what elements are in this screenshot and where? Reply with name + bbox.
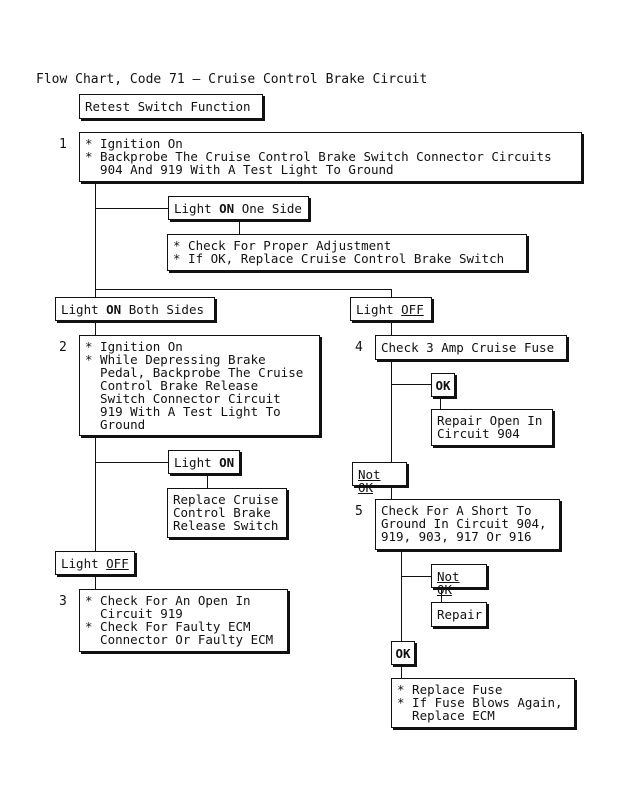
step-text: Check 3 Amp Cruise Fuse	[381, 340, 555, 355]
step-line: Ground In Circuit 904,	[381, 516, 547, 531]
result-line: * Replace Fuse	[397, 682, 503, 697]
connector	[95, 289, 392, 290]
connector	[239, 220, 240, 234]
connector	[95, 575, 96, 589]
result-line: Replace Cruise	[173, 492, 279, 507]
connector	[440, 396, 441, 409]
result-line: * If Fuse Blows Again,	[397, 695, 563, 710]
result-line: Repair	[437, 607, 483, 622]
off-emphasis: OFF	[401, 302, 424, 317]
step-line: * Ignition On	[85, 136, 183, 151]
step-2-box: * Ignition On * While Depressing Brake P…	[79, 335, 320, 436]
step-number: 2	[59, 340, 67, 355]
step-line: 919, 903, 917 Or 916	[381, 529, 532, 544]
connector	[441, 588, 442, 602]
not-ok-label: Not OK	[352, 462, 407, 494]
step-line: * Check For An Open In	[85, 593, 251, 608]
result-line: Control Brake	[173, 505, 271, 520]
connector	[391, 320, 392, 336]
adjustment-result-box: * Check For Proper Adjustment * If OK, R…	[167, 234, 527, 271]
on-emphasis: ON	[106, 302, 122, 317]
step-line: * Ignition On	[85, 339, 183, 354]
ok-label: OK	[431, 373, 455, 397]
step-line: 904 And 919 With A Test Light To Ground	[85, 162, 394, 177]
step-1-box: * Ignition On * Backprobe The Cruise Con…	[79, 132, 582, 182]
result-line: * Check For Proper Adjustment	[173, 238, 392, 253]
step-5-box: Check For A Short To Ground In Circuit 9…	[375, 499, 560, 550]
connector	[391, 289, 392, 299]
step-line: Ground	[85, 417, 146, 432]
replace-fuse-box: * Replace Fuse * If Fuse Blows Again, Re…	[391, 678, 575, 728]
connector	[401, 550, 402, 642]
ok-label: OK	[391, 641, 415, 665]
light-off-right-label: Light OFF	[350, 297, 432, 321]
connector	[207, 474, 208, 488]
step-number: 3	[59, 594, 67, 609]
light-on-both-sides-label: Light ON Both Sides	[55, 297, 215, 321]
result-line: * If OK, Replace Cruise Control Brake Sw…	[173, 251, 505, 266]
connector	[391, 360, 392, 463]
connector	[95, 182, 96, 290]
connector	[95, 208, 169, 209]
start-label: Retest Switch Function	[85, 99, 251, 114]
result-line: Release Switch	[173, 518, 279, 533]
step-line: Control Brake Release	[85, 378, 259, 393]
connector	[95, 462, 168, 463]
connector	[95, 289, 96, 299]
result-line: Replace ECM	[397, 708, 495, 723]
step-line: Pedal, Backprobe The Cruise	[85, 365, 304, 380]
result-line: Circuit 904	[437, 426, 520, 441]
connector	[391, 485, 392, 499]
light-on-label: Light ON	[168, 450, 240, 474]
step-line: * Backprobe The Cruise Control Brake Swi…	[85, 149, 552, 164]
repair-open-box: Repair Open In Circuit 904	[431, 409, 553, 446]
step-line: Switch Connector Circuit	[85, 391, 281, 406]
step-line: * Check For Faulty ECM	[85, 619, 251, 634]
connector	[391, 384, 432, 385]
connector	[95, 435, 96, 551]
not-ok-label: Not OK	[431, 564, 487, 596]
step-number: 4	[355, 340, 363, 355]
connector	[401, 576, 432, 577]
start-box: Retest Switch Function	[79, 94, 263, 119]
light-off-left-label: Light OFF	[55, 551, 135, 575]
on-emphasis: ON	[219, 201, 235, 216]
step-line: Check For A Short To	[381, 503, 532, 518]
step-4-box: Check 3 Amp Cruise Fuse	[375, 335, 567, 360]
connector	[95, 320, 96, 336]
off-emphasis: OFF	[106, 556, 129, 571]
step-line: * While Depressing Brake	[85, 352, 266, 367]
replace-switch-box: Replace Cruise Control Brake Release Swi…	[167, 488, 287, 538]
on-emphasis: ON	[219, 455, 235, 470]
step-line: 919 With A Test Light To	[85, 404, 281, 419]
light-on-one-side-label: Light ON One Side	[168, 196, 309, 220]
step-line: Connector Or Faulty ECM	[85, 632, 274, 647]
step-number: 1	[59, 137, 67, 152]
connector	[401, 664, 402, 678]
repair-box: Repair	[431, 602, 487, 627]
step-3-box: * Check For An Open In Circuit 919 * Che…	[79, 589, 288, 652]
step-number: 5	[355, 504, 363, 519]
result-line: Repair Open In	[437, 413, 543, 428]
step-line: Circuit 919	[85, 606, 183, 621]
chart-title: Flow Chart, Code 71 – Cruise Control Bra…	[36, 72, 428, 87]
